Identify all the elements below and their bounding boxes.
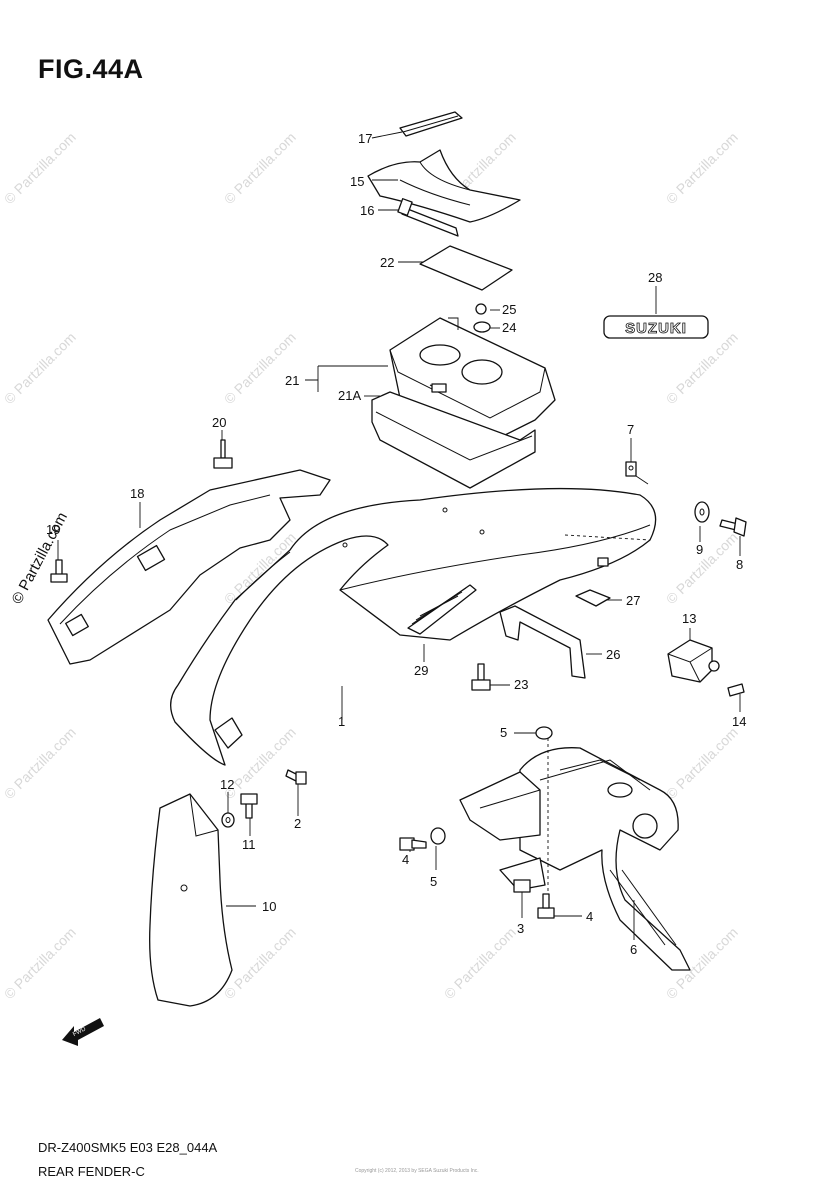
part-14-screw [727, 683, 745, 697]
part-5-washer-lower [430, 827, 446, 845]
callout-20: 20 [212, 415, 226, 430]
callout-29: 29 [414, 663, 428, 678]
callout-6: 6 [630, 942, 637, 957]
callout-17: 17 [358, 131, 372, 146]
part-10-mudguard [149, 793, 233, 1007]
watermark: © Partzilla.com [1, 724, 79, 802]
part-12-washer [221, 812, 235, 828]
part-16-tool [397, 198, 459, 237]
callout-10: 10 [262, 899, 276, 914]
callout-16: 16 [360, 203, 374, 218]
part-24-washer [473, 321, 491, 333]
watermark-dark: © Partzilla.com [9, 510, 71, 607]
part-1-rear-fender [170, 487, 657, 766]
model-code: DR-Z400SMK5 E03 E28_044A [38, 1140, 218, 1155]
part-9-washer [694, 501, 710, 523]
watermark: © Partzilla.com [663, 329, 741, 407]
part-20-bolt [213, 439, 233, 469]
callout-21a: 21A [338, 388, 361, 403]
callout-28: 28 [648, 270, 662, 285]
part-23-bolt [471, 663, 491, 691]
leader-lines [57, 131, 741, 940]
part-27-pad [575, 589, 611, 607]
callout-26: 26 [606, 647, 620, 662]
callout-4-lower: 4 [586, 909, 593, 924]
part-3-clip [513, 879, 531, 893]
callout-7: 7 [627, 422, 634, 437]
callout-12: 12 [220, 777, 234, 792]
callout-14: 14 [732, 714, 746, 729]
fwd-arrow: FWD [62, 1018, 104, 1046]
watermark: © Partzilla.com [221, 924, 299, 1002]
callout-23: 23 [514, 677, 528, 692]
watermark: © Partzilla.com [1, 329, 79, 407]
watermark: © Partzilla.com [663, 129, 741, 207]
part-26-handle [499, 605, 586, 679]
callout-9: 9 [696, 542, 703, 557]
part-25-nut [475, 303, 487, 315]
watermark: © Partzilla.com [663, 529, 741, 607]
part-21a-cover [371, 391, 536, 489]
watermark: © Partzilla.com [441, 924, 519, 1002]
emblem-text: SUZUKI [625, 320, 687, 337]
callout-22: 22 [380, 255, 394, 270]
callout-15: 15 [350, 174, 364, 189]
callout-5-top: 5 [500, 725, 507, 740]
callouts: 17 15 16 22 25 24 21 21A 28 20 18 19 7 9… [46, 131, 746, 957]
callout-8: 8 [736, 557, 743, 572]
callout-1: 1 [338, 714, 345, 729]
callout-11: 11 [242, 837, 256, 852]
figure-name: REAR FENDER-C [38, 1164, 145, 1179]
callout-13: 13 [682, 611, 696, 626]
part-7-clip [625, 461, 637, 477]
callout-5-lower: 5 [430, 874, 437, 889]
part-15-tool-bag [367, 149, 521, 223]
callout-3: 3 [517, 921, 524, 936]
copyright-notice: Copyright (c) 2012, 2013 by SEGA Suzuki … [355, 1168, 479, 1174]
part-22-card [419, 245, 513, 291]
figure-title: FIG.44A [38, 54, 144, 84]
callout-2: 2 [294, 816, 301, 831]
part-6-bracket [459, 738, 691, 971]
callout-4-left: 4 [402, 852, 409, 867]
part-4-bolt-lower [537, 893, 555, 919]
part-8-bolt [719, 517, 747, 537]
part-13-relay [667, 639, 720, 683]
part-11-bolt [240, 793, 258, 819]
callout-21: 21 [285, 373, 299, 388]
watermark: © Partzilla.com [1, 129, 79, 207]
part-5-washer-top [535, 726, 553, 740]
watermark: © Partzilla.com [221, 329, 299, 407]
part-28-emblem: SUZUKI [603, 315, 709, 339]
callout-27: 27 [626, 593, 640, 608]
callout-25: 25 [502, 302, 516, 317]
part-17-strap [399, 111, 463, 137]
part-18-side-cover [47, 469, 331, 665]
part-19-bolt [50, 559, 68, 583]
callout-24: 24 [502, 320, 516, 335]
watermark: © Partzilla.com [1, 924, 79, 1002]
part-4-bolt-left [399, 837, 427, 851]
part-2-bolt [285, 769, 307, 785]
watermark: © Partzilla.com [221, 129, 299, 207]
callout-19: 19 [46, 522, 60, 537]
callout-18: 18 [130, 486, 144, 501]
watermark: © Partzilla.com [663, 724, 741, 802]
